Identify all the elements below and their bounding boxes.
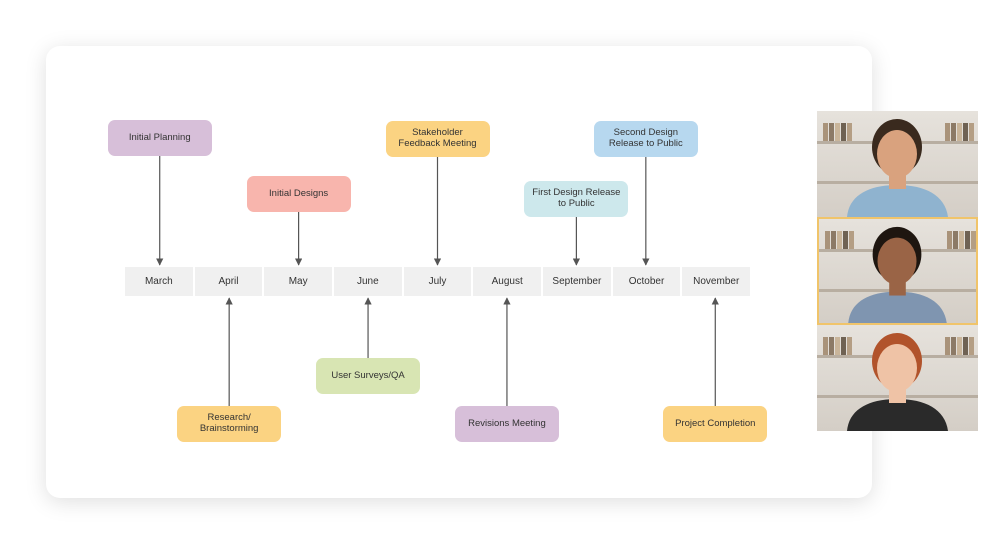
event-project-completion[interactable]: Project Completion	[663, 406, 768, 442]
book	[951, 123, 956, 141]
video-tile-participant-2[interactable]	[817, 217, 978, 325]
month-may: May	[264, 267, 333, 296]
event-initial-planning[interactable]: Initial Planning	[107, 120, 212, 156]
event-second-design-release[interactable]: Second Design Release to Public	[593, 121, 698, 157]
event-initial-designs[interactable]: Initial Designs	[246, 176, 351, 212]
event-first-design-release[interactable]: First Design Release to Public	[524, 181, 629, 217]
person-face	[877, 237, 917, 285]
book	[825, 231, 830, 249]
event-revisions-meeting[interactable]: Revisions Meeting	[454, 406, 559, 442]
book	[969, 337, 974, 355]
book	[847, 123, 852, 141]
month-april: April	[194, 267, 263, 296]
book	[835, 337, 840, 355]
book	[963, 123, 968, 141]
person-avatar	[848, 226, 947, 323]
book	[829, 337, 834, 355]
book	[945, 123, 950, 141]
book	[971, 231, 976, 249]
book	[831, 231, 836, 249]
book	[963, 337, 968, 355]
book	[849, 231, 854, 249]
video-tile-participant-1[interactable]	[817, 111, 978, 217]
video-tile-participant-3[interactable]	[817, 325, 978, 431]
book	[843, 231, 848, 249]
book	[957, 337, 962, 355]
book	[953, 231, 958, 249]
person-body	[848, 291, 947, 323]
video-call-panel	[817, 111, 978, 431]
month-march: March	[125, 267, 193, 296]
book	[947, 231, 952, 249]
book	[823, 337, 828, 355]
person-body	[847, 399, 948, 431]
book	[837, 231, 842, 249]
book	[841, 337, 846, 355]
event-user-surveys-qa[interactable]: User Surveys/QA	[316, 358, 421, 394]
event-stakeholder-feedback[interactable]: Stakeholder Feedback Meeting	[385, 121, 490, 157]
book	[965, 231, 970, 249]
person-avatar	[847, 119, 948, 217]
person-body	[847, 185, 948, 217]
month-june: June	[334, 267, 402, 296]
person-face	[877, 130, 917, 178]
book	[847, 337, 852, 355]
person-face	[877, 344, 917, 392]
book	[835, 123, 840, 141]
month-october: October	[612, 267, 681, 296]
book	[957, 123, 962, 141]
book	[969, 123, 974, 141]
month-september: September	[543, 267, 611, 296]
month-august: August	[473, 267, 542, 296]
book	[841, 123, 846, 141]
month-november: November	[682, 267, 751, 296]
book	[829, 123, 834, 141]
book	[945, 337, 950, 355]
event-research-brainstorming[interactable]: Research/ Brainstorming	[177, 406, 282, 442]
month-july: July	[403, 267, 472, 296]
book	[951, 337, 956, 355]
person-avatar	[847, 333, 948, 431]
book	[823, 123, 828, 141]
book	[959, 231, 964, 249]
